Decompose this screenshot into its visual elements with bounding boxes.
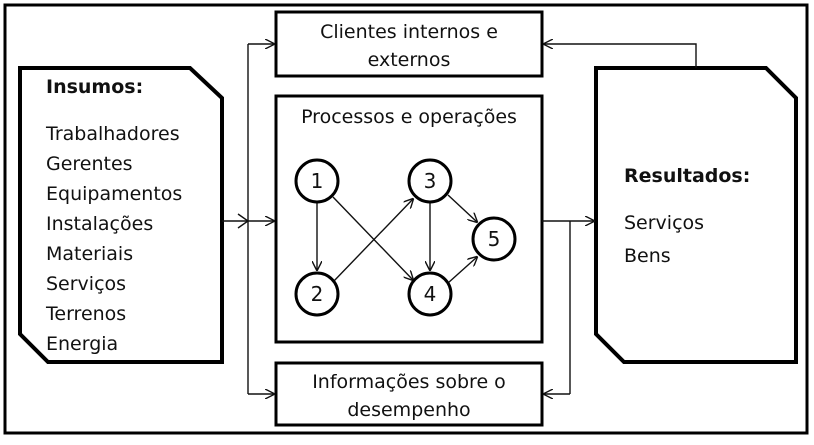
node-label: 4 xyxy=(424,282,437,306)
edge-4-5 xyxy=(447,257,477,284)
insumos-item: Materiais xyxy=(46,243,133,265)
edge-3-5 xyxy=(447,194,477,222)
arrowhead-at-junction xyxy=(237,213,250,229)
output-connectors xyxy=(542,44,697,394)
resultados-title: Resultados: xyxy=(624,165,750,187)
informacoes-line1: Informações sobre o xyxy=(312,371,506,393)
insumos-box: Insumos: Trabalhadores Gerentes Equipame… xyxy=(18,66,224,364)
node-label: 1 xyxy=(311,169,324,193)
process-edges xyxy=(317,194,477,284)
resultados-item: Bens xyxy=(624,245,671,267)
process-node: 5 xyxy=(471,216,517,262)
insumos-item: Instalações xyxy=(46,213,153,235)
input-connectors xyxy=(222,44,274,394)
resultados-box: Resultados: Serviços Bens xyxy=(594,66,798,364)
process-node: 2 xyxy=(294,271,340,317)
informacoes-line2: desempenho xyxy=(347,399,470,421)
clientes-line2: externos xyxy=(368,49,451,71)
edge-1-4 xyxy=(332,196,413,280)
node-label: 2 xyxy=(311,282,324,306)
insumos-title: Insumos: xyxy=(46,76,143,98)
processos-title: Processos e operações xyxy=(301,106,517,128)
outer-frame xyxy=(3,3,809,435)
node-label: 5 xyxy=(488,227,501,251)
clientes-box: Clientes internos e externos xyxy=(274,10,544,78)
clientes-line1: Clientes internos e xyxy=(320,21,498,43)
informacoes-box: Informações sobre o desempenho xyxy=(274,361,544,427)
process-node: 3 xyxy=(407,158,453,204)
node-label: 3 xyxy=(424,169,437,193)
arrow-resultados-to-clientes xyxy=(544,44,697,68)
edge-2-3 xyxy=(332,199,413,283)
insumos-item: Trabalhadores xyxy=(45,123,180,145)
process-node: 1 xyxy=(294,158,340,204)
insumos-item: Serviços xyxy=(46,273,126,295)
insumos-item: Gerentes xyxy=(46,153,133,175)
process-node: 4 xyxy=(407,271,453,317)
insumos-item: Terrenos xyxy=(45,303,126,325)
insumos-item: Equipamentos xyxy=(46,183,182,205)
resultados-item: Serviços xyxy=(624,212,704,234)
insumos-item: Energia xyxy=(46,333,118,355)
